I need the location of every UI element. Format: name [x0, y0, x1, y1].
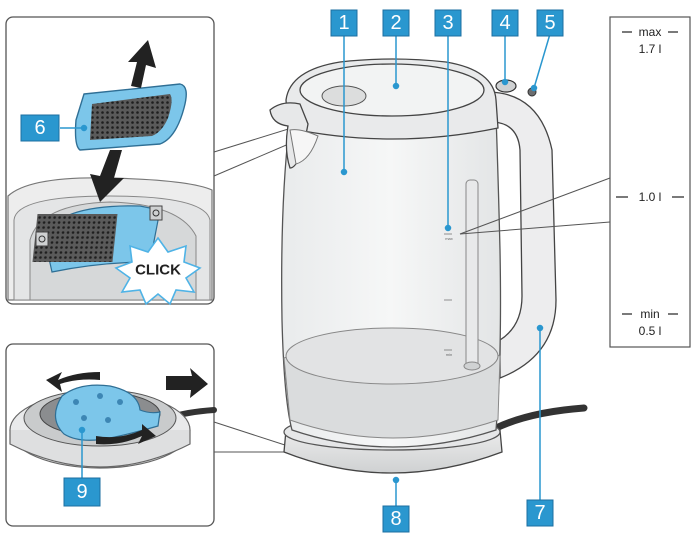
callout-2: 2 — [382, 9, 410, 37]
filter-detail-inset: CLICK — [5, 16, 299, 306]
callout-leaders — [60, 33, 551, 508]
callout-7: 7 — [526, 499, 554, 527]
leader-line — [459, 221, 611, 235]
svg-text:2: 2 — [390, 12, 401, 34]
main-power-cord — [492, 404, 588, 432]
callout-6: 6 — [20, 114, 60, 142]
svg-text:8: 8 — [390, 508, 401, 530]
filter-clip-left — [35, 231, 49, 247]
callout-4: 4 — [491, 9, 519, 37]
scale-mid-volume: 1.0 l — [639, 190, 662, 204]
callout-5: 5 — [536, 9, 564, 37]
svg-text:3: 3 — [442, 12, 453, 34]
arrow-down-icon — [90, 150, 124, 202]
svg-text:max: max — [445, 236, 453, 241]
svg-text:9: 9 — [76, 481, 87, 503]
rotate-left-arrow-icon — [46, 372, 100, 392]
scale-min-volume: 0.5 l — [639, 324, 662, 338]
arrow-up-icon — [128, 40, 156, 88]
leader-line — [213, 139, 299, 177]
kettle: max min — [269, 58, 588, 474]
svg-text:6: 6 — [34, 117, 45, 139]
svg-text:5: 5 — [544, 12, 555, 34]
svg-text:7: 7 — [534, 502, 545, 524]
callout-3: 3 — [434, 9, 462, 37]
leader-line — [459, 177, 611, 235]
rotate-right-arrow-icon — [96, 424, 156, 445]
arrow-right-icon — [166, 368, 208, 398]
scale-max-volume: 1.7 l — [639, 42, 662, 56]
click-badge: CLICK — [114, 236, 202, 306]
leader-line — [213, 421, 289, 447]
callout-8: 8 — [382, 505, 410, 533]
scale-max-label: max — [639, 25, 662, 39]
leader-line — [213, 125, 299, 153]
limescale-filter — [74, 83, 187, 151]
fill-level-scale: max 1.7 l 1.0 l min 0.5 l — [459, 16, 691, 348]
callout-1: 1 — [330, 9, 358, 37]
water-level-gauge — [465, 179, 479, 369]
kettle-handle — [489, 91, 557, 379]
base-detail-inset — [5, 343, 289, 527]
base-connector — [54, 384, 161, 441]
callout-9: 9 — [63, 477, 101, 507]
scale-min-label: min — [640, 307, 659, 321]
svg-text:4: 4 — [499, 12, 510, 34]
svg-text:1: 1 — [338, 12, 349, 34]
svg-text:min: min — [446, 352, 452, 357]
click-label: CLICK — [135, 262, 181, 279]
filter-clip-right — [149, 205, 163, 221]
